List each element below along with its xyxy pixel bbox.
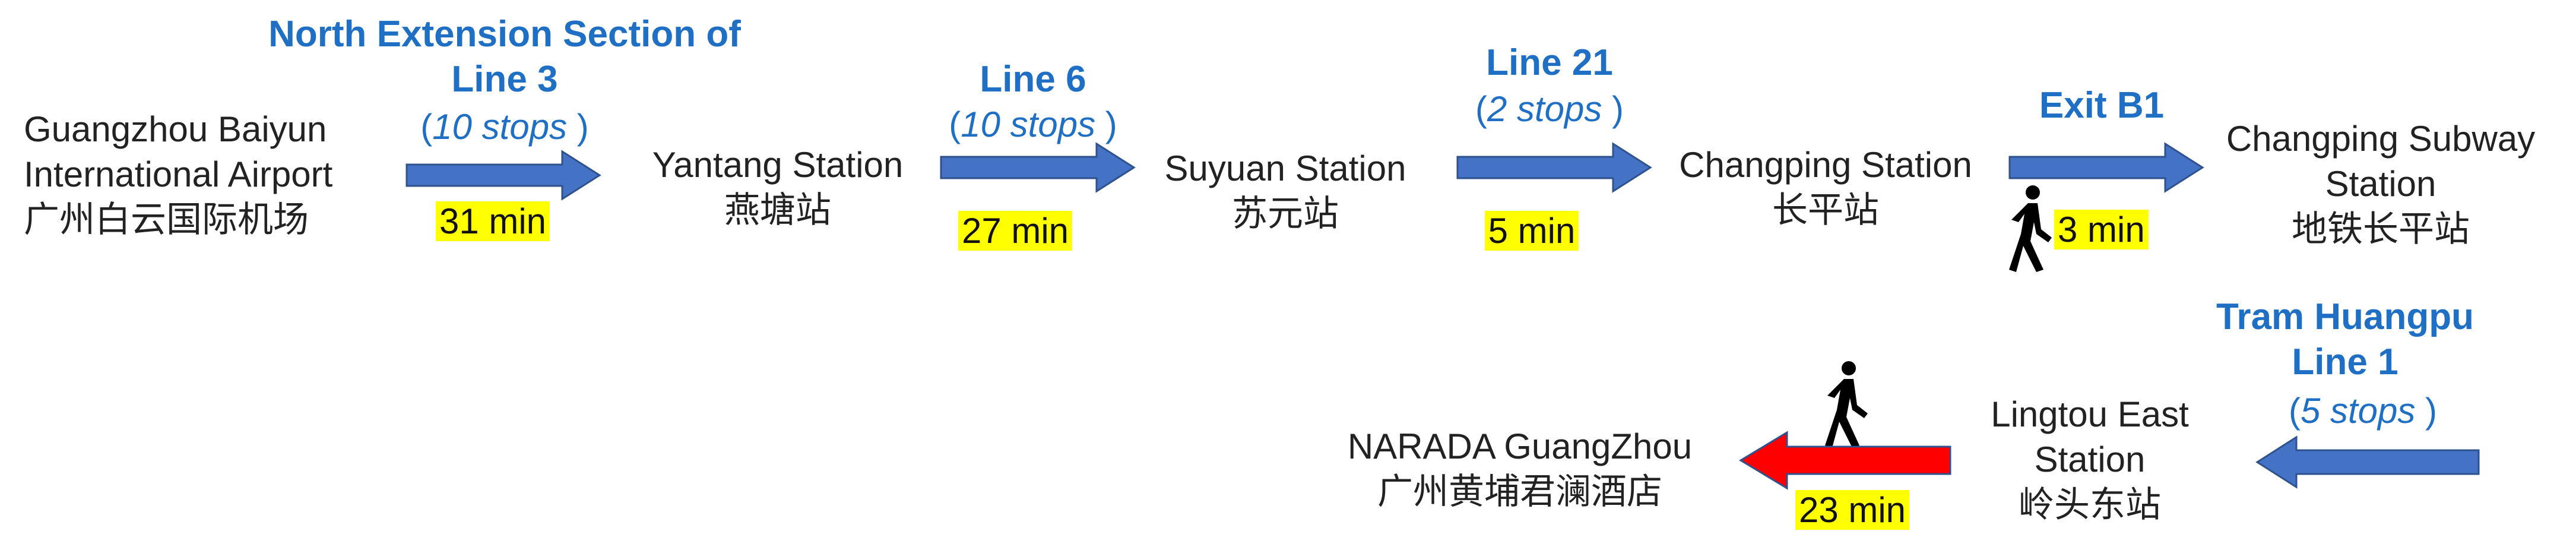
leg-1-stops-count: 10 stops [432,107,568,147]
leg-4-time: 3 min [2054,209,2149,251]
station-suyuan-cn: 苏元站 [1232,194,1339,233]
leg-5-stops-count: 5 stops [2300,391,2416,431]
station-yantang: Yantang Station 燕塘站 [629,143,926,233]
walking-person-icon [1825,361,1868,448]
leg-5-line-name-line1: Tram Huangpu [2216,296,2474,337]
leg-1-time: 31 min [410,201,576,242]
leg-5-label: Tram Huangpu Line 1 [2197,295,2493,385]
leg-3-arrow-shape [1456,142,1652,193]
station-airport: Guangzhou Baiyun International Airport 广… [24,107,332,242]
leg-5-line-name-line2: Line 1 [2292,342,2398,383]
leg-3-stops-open: ( [1475,89,1487,129]
leg-6-arrow-shape [1739,431,1951,490]
leg-2-stops-open: ( [949,105,961,144]
leg-1-line-name-line2: Line 3 [451,59,558,100]
station-suyuan-en: Suyuan Station [1164,148,1406,188]
leg-1-stops: (10 stops ) [398,105,611,150]
leg-2-stops: (10 stops ) [926,102,1140,147]
station-airport-en-line1: Guangzhou Baiyun [24,109,327,149]
walking-person-icon [2009,185,2052,272]
leg-4-label: Exit B1 [2001,83,2203,128]
leg-3-stops: (2 stops ) [1449,87,1650,132]
station-yantang-cn: 燕塘站 [724,190,831,230]
leg-2-arrow [940,142,1136,193]
leg-1-line-name-line1: North Extension Section of [268,14,741,55]
leg-5-arrow-shape [2255,435,2480,489]
station-airport-cn: 广州白云国际机场 [24,200,309,239]
leg-6-arrow [1739,431,1951,490]
leg-3-arrow [1456,142,1652,193]
station-narada-cn: 广州黄埔君澜酒店 [1377,472,1662,511]
leg-1-label: North Extension Section of Line 3 [237,12,772,102]
station-yantang-en: Yantang Station [652,145,904,185]
station-changping-cn: 长平站 [1772,190,1879,230]
leg-6-time-badge: 23 min [1795,490,1910,530]
station-narada: NARADA GuangZhou 广州黄埔君澜酒店 [1312,424,1728,514]
leg-2-arrow-shape [940,142,1136,193]
leg-6-time: 23 min [1781,489,1924,531]
station-suyuan: Suyuan Station 苏元站 [1146,146,1425,236]
leg-3-stops-count: 2 stops [1487,89,1602,129]
leg-4-time-badge: 3 min [2054,210,2149,249]
station-lingtou-en-line1: Lingtou East [1991,394,2189,434]
station-changping: Changping Station 长平站 [1656,143,1995,233]
station-changping-subway-en-line2: Station [2325,164,2436,204]
station-lingtou-en-line2: Station [2034,440,2146,479]
leg-3-time: 5 min [1449,210,1615,252]
leg-4-line-name: Exit B1 [2039,85,2165,126]
leg-2-stops-count: 10 stops [961,105,1096,144]
station-changping-subway-cn: 地铁长平站 [2292,209,2470,249]
leg-2-time-badge: 27 min [958,211,1073,251]
leg-1-stops-open: ( [420,107,433,147]
leg-3-time-badge: 5 min [1484,211,1579,251]
leg-3-label: Line 21 [1449,40,1650,86]
leg-2-line-name: Line 6 [980,59,1086,100]
station-airport-en-line2: International Airport [24,154,333,194]
leg-5-stops-close: ) [2415,391,2438,431]
leg-2-stops-close: ) [1095,105,1117,144]
leg-3-line-name: Line 21 [1486,42,1613,83]
leg-1-time-badge: 31 min [435,201,550,241]
leg-4-arrow [2008,142,2204,193]
leg-5-arrow [2255,435,2480,489]
leg-4-arrow-shape [2008,142,2204,193]
leg-2-time: 27 min [932,210,1098,252]
station-changping-subway-en-line1: Changping Subway [2226,119,2536,159]
station-changping-subway: Changping Subway Station 地铁长平站 [2197,116,2565,252]
leg-3-stops-close: ) [1602,89,1624,129]
station-lingtou-cn: 岭头东站 [2019,485,2161,524]
leg-1-arrow-shape [405,150,601,201]
station-changping-en: Changping Station [1679,145,1972,185]
leg-5-stops-open: ( [2288,391,2301,431]
station-lingtou: Lingtou East Station 岭头东站 [1959,392,2220,527]
leg-1-arrow [405,150,601,201]
leg-1-stops-close: ) [567,107,589,147]
station-narada-en: NARADA GuangZhou [1347,426,1693,466]
leg-2-label: Line 6 [926,57,1140,102]
leg-5-stops: (5 stops ) [2256,388,2470,434]
